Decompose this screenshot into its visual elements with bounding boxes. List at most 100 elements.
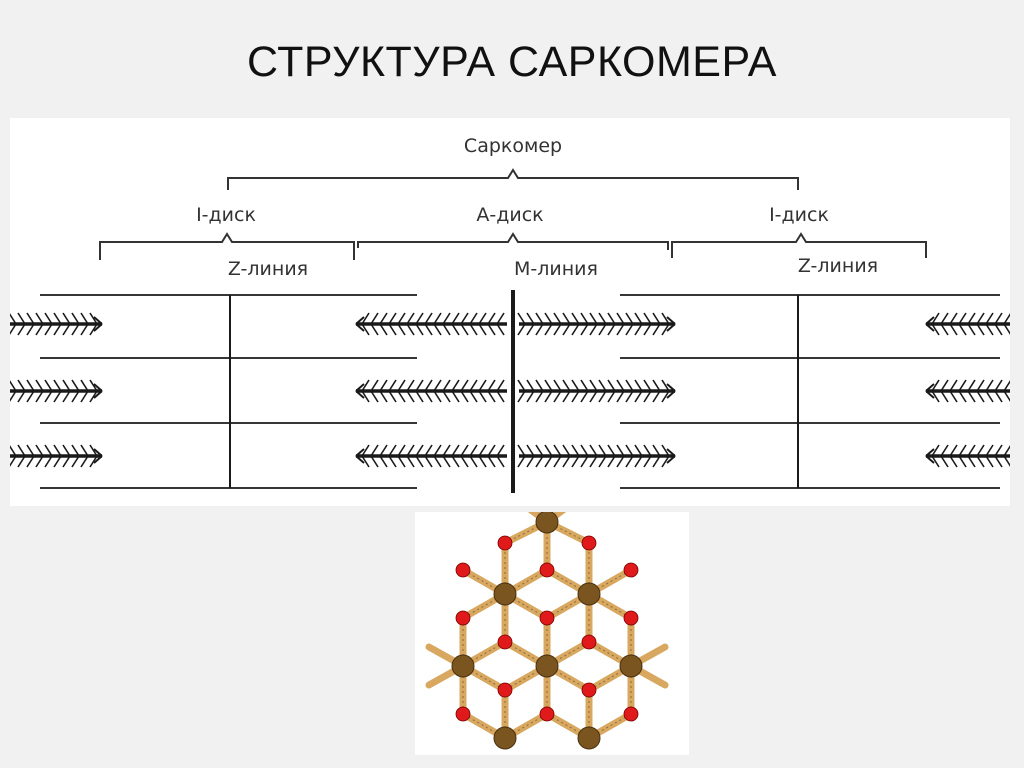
myosin-head [469,323,478,336]
myosin-head [976,379,985,392]
myosin-head [526,455,535,468]
myosin-head [526,444,535,457]
myosin-head [469,379,478,392]
myosin-head [460,323,469,336]
myosin-head [1003,445,1010,457]
myosin-head [406,444,415,457]
myosin-head [496,455,505,468]
myosin-head [625,323,634,336]
myosin-head [589,379,598,392]
myosin-head [598,455,607,468]
myosin-head [71,312,80,325]
myosin-head [415,379,424,392]
myosin-head [17,379,26,392]
myosin-head [535,444,544,457]
myosin-head [424,379,433,392]
myosin-head [370,444,379,457]
myosin-head [517,312,526,325]
myosin-head [571,312,580,325]
myosin-head [931,444,940,457]
myosin-head [433,323,442,336]
myosin-head [967,455,976,468]
myosin-head [958,390,967,403]
myosin-head [487,455,496,468]
actin-node [623,610,639,626]
myosin-tip [93,316,103,325]
myosin-head [10,380,17,392]
actin-node [497,535,513,551]
myosin-head [451,390,460,403]
myosin-head [625,390,634,403]
myosin-head [976,455,985,468]
myosin-head [1003,313,1010,325]
myosin-head [496,312,505,325]
myosin-head [607,312,616,325]
myosin-head [478,390,487,403]
actin-node [623,562,639,578]
myosin-head [553,390,562,403]
actin-node [455,610,471,626]
myosin-head [598,323,607,336]
myosin-head [562,379,571,392]
myosin-head [53,444,62,457]
myosin-head [616,323,625,336]
cross-bridge-detail [504,665,548,691]
myosin-head [967,312,976,325]
myosin-head [544,379,553,392]
myosin-head [451,455,460,468]
myosin-head [967,379,976,392]
myosin-node [577,582,601,606]
myosin-head [26,312,35,325]
myosin-head [415,390,424,403]
actin-node [581,535,597,551]
myosin-head [949,444,958,457]
myosin-head [10,455,17,467]
myosin-head [994,390,1003,403]
cross-bridge-detail [462,713,506,739]
myosin-head [616,455,625,468]
myosin-head [535,323,544,336]
cross-bridge-detail [588,593,632,619]
a-disk-label: А-диск [476,204,543,226]
myosin-head [442,444,451,457]
myosin-head [976,444,985,457]
myosin-head [958,455,967,468]
myosin-head [424,390,433,403]
myosin-head [406,312,415,325]
cross-bridge-detail [504,569,548,595]
myosin-head [535,390,544,403]
myosin-tip [93,390,103,399]
myosin-head [496,390,505,403]
myosin-head [388,390,397,403]
myosin-tip [355,390,365,399]
myosin-head [80,444,89,457]
myosin-head [517,379,526,392]
myosin-head [949,312,958,325]
myosin-node [619,654,643,678]
cross-bridge-detail [588,569,632,595]
i-disk-right-label: I-диск [769,204,829,226]
myosin-head [80,323,89,336]
cross-bridge-detail [546,713,590,739]
actin-node [539,562,555,578]
myosin-head [643,323,652,336]
myosin-head [415,455,424,468]
myosin-head [940,379,949,392]
myosin-head [940,455,949,468]
myosin-tip [666,316,676,325]
myosin-head [931,323,940,336]
myosin-head [460,455,469,468]
sarcomere-label: Саркомер [464,135,562,157]
myosin-tip [666,448,676,457]
myosin-head [526,312,535,325]
myosin-tip [355,316,365,325]
myosin-head [652,390,661,403]
myosin-head [26,323,35,336]
myosin-head [35,379,44,392]
myosin-tip [925,390,935,399]
myosin-head [44,379,53,392]
myosin-head [433,455,442,468]
myosin-head [469,455,478,468]
myosin-head [985,312,994,325]
actin-node [497,682,513,698]
